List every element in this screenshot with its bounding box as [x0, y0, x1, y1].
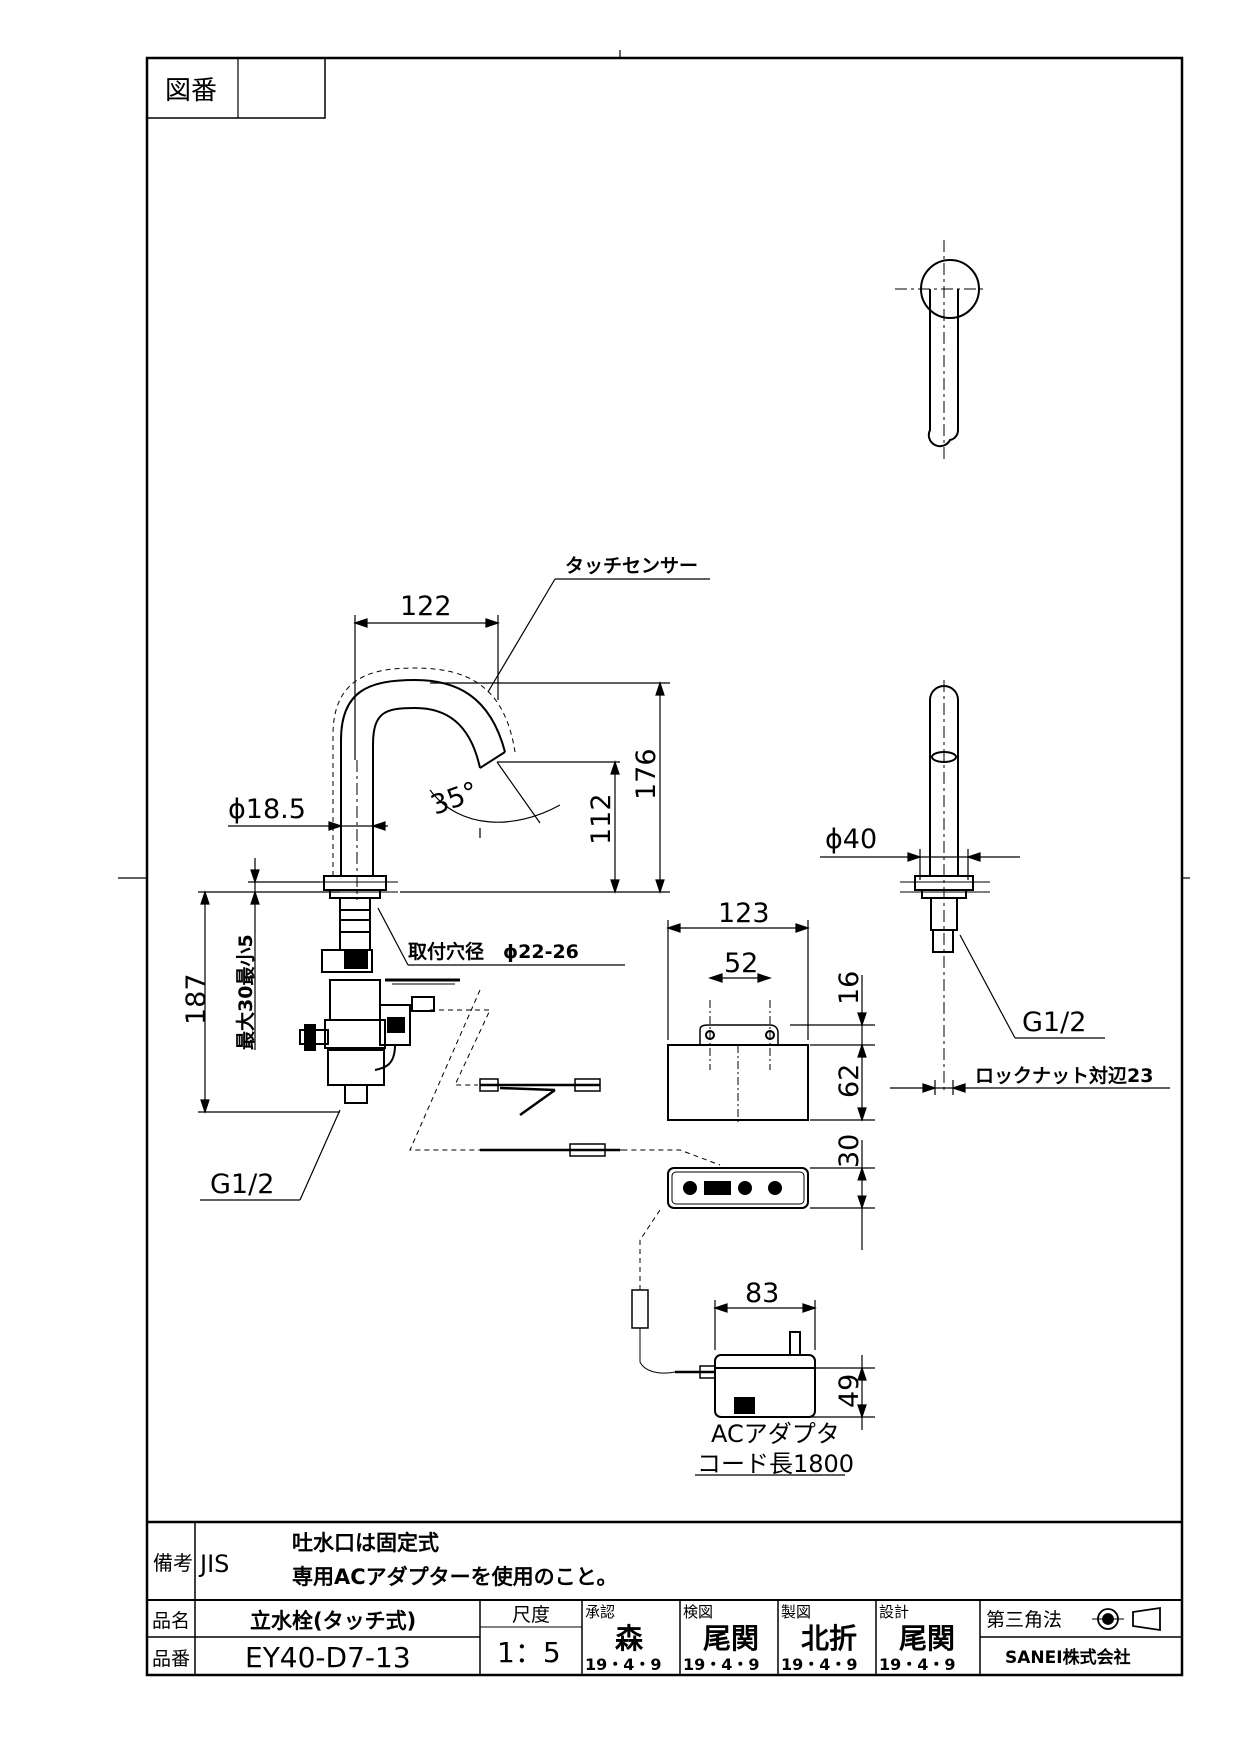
dim-length: 187 [181, 973, 212, 1025]
approval-name: 尾関 [899, 1622, 955, 1655]
adapter-label-1: ACアダプタ [711, 1420, 840, 1448]
adapter-label-2: コード長1800 [697, 1450, 854, 1478]
pipe-diameter: ϕ18.5 [228, 794, 306, 825]
sensor-label: タッチセンサー [565, 555, 698, 577]
terminal-box [667, 1140, 875, 1250]
box-width: 123 [718, 898, 770, 929]
adapter-height: 49 [834, 1374, 865, 1408]
terminal-height: 30 [834, 1134, 865, 1168]
approval-role: 設計 [879, 1603, 909, 1621]
approval-role: 製図 [781, 1603, 811, 1621]
approval-3: 製図 北折 19・4・9 [781, 1603, 858, 1674]
approval-role: 検図 [683, 1603, 713, 1621]
scale-label: 尺度 [512, 1604, 550, 1626]
mount-hole-label: 取付穴径 ϕ22-26 [408, 940, 579, 963]
sheet-border [145, 56, 1184, 1677]
dim-height-total: 176 [631, 748, 662, 800]
approval-role: 承認 [585, 1603, 615, 1621]
box-hole-pitch: 52 [724, 948, 758, 979]
dim-width: 122 [400, 591, 452, 622]
remarks-label: 備考 [153, 1551, 193, 1575]
scale-value: 1：5 [497, 1636, 561, 1669]
base-diameter: ϕ40 [825, 824, 877, 855]
approval-date: 19・4・9 [879, 1655, 956, 1674]
side-thread-label: G1/2 [1022, 1007, 1086, 1038]
number-label: 品番 [152, 1648, 190, 1670]
projection-label: 第三角法 [986, 1609, 1062, 1631]
counter-thickness: 最大30最小5 [234, 934, 257, 1050]
title-block [147, 1520, 1182, 1675]
approval-date: 19・4・9 [585, 1655, 662, 1674]
remarks-line-1: 吐水口は固定式 [292, 1531, 439, 1555]
front-thread-label: G1/2 [210, 1169, 274, 1200]
approval-2: 検図 尾関 19・4・9 [683, 1603, 760, 1674]
dim-height-spout: 112 [586, 793, 617, 845]
approval-date: 19・4・9 [683, 1655, 760, 1674]
approval-date: 19・4・9 [781, 1655, 858, 1674]
name-label: 品名 [152, 1610, 190, 1632]
approval-name: 尾関 [703, 1622, 759, 1655]
company-name: SANEI株式会社 [1005, 1647, 1131, 1668]
remarks-standard: JIS [198, 1550, 229, 1578]
spout-angle: 35° [427, 776, 483, 821]
zuban-label: 図番 [165, 76, 217, 106]
approval-4: 設計 尾関 19・4・9 [879, 1603, 956, 1674]
cables [409, 989, 721, 1374]
box-body-h: 62 [834, 1064, 865, 1098]
remarks-line-2: 専用ACアダプターを使用のこと。 [292, 1565, 618, 1589]
control-box [667, 1000, 809, 1125]
front-view-faucet [299, 667, 516, 1104]
number-value: EY40-D7-13 [245, 1641, 411, 1674]
ac-adapter [699, 1331, 816, 1418]
approval-1: 承認 森 19・4・9 [585, 1603, 662, 1674]
box-flange-h: 16 [834, 971, 865, 1005]
zuban-box [146, 57, 326, 119]
adapter-width: 83 [745, 1278, 779, 1309]
locknut-label: ロックナット対辺23 [975, 1064, 1153, 1087]
third-angle-symbol [1092, 1606, 1161, 1632]
approval-name: 北折 [801, 1622, 857, 1655]
name-value: 立水栓(タッチ式) [250, 1609, 416, 1633]
approval-name: 森 [615, 1622, 644, 1655]
top-view [895, 240, 985, 460]
side-view [900, 680, 990, 1090]
